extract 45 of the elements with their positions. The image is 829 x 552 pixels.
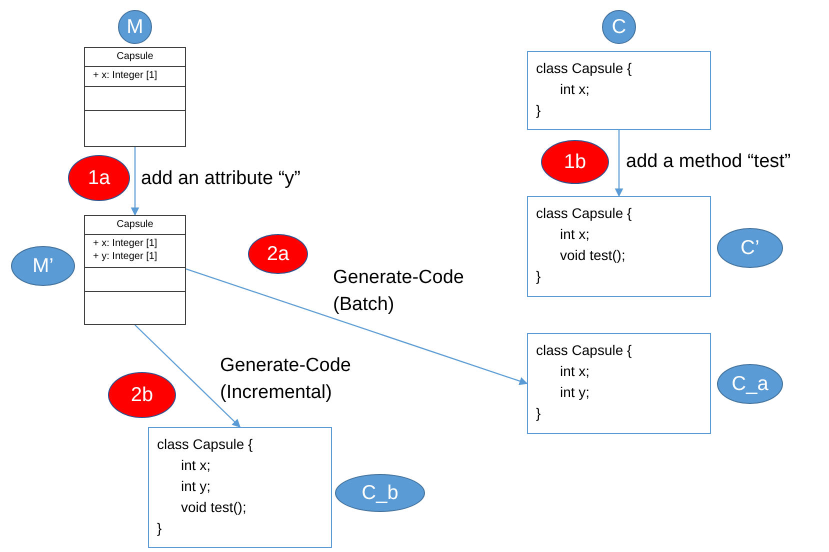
code-line: } — [536, 404, 542, 423]
step-badge: 2b — [108, 372, 176, 418]
class-name: Capsule — [116, 52, 154, 62]
code-box — [148, 427, 332, 548]
code-line: class Capsule { — [536, 341, 633, 360]
code-line: int y; — [180, 477, 212, 496]
code-line: int x; — [180, 456, 212, 475]
label-ellipse: M’ — [11, 246, 75, 286]
label-ellipse: C_b — [335, 474, 425, 512]
code-line: class Capsule { — [536, 59, 633, 78]
class-name: Capsule — [116, 220, 154, 230]
code-line: } — [157, 519, 163, 538]
arrow — [186, 268, 528, 386]
code-line: int x; — [559, 362, 591, 381]
attribute-text: + x: Integer [1] — [93, 69, 158, 82]
label-ellipse: C_a — [717, 364, 783, 404]
code-box — [527, 196, 711, 297]
attribute-text: + x: Integer [1] — [93, 237, 158, 250]
label-ellipse: C’ — [717, 228, 783, 268]
code-line: int y; — [559, 383, 591, 402]
step-badge: 2a — [248, 234, 308, 274]
arrow — [134, 324, 241, 428]
edge-label: add a method “test” — [626, 150, 791, 174]
arrow — [614, 130, 624, 197]
code-line: int x; — [559, 225, 591, 244]
attribute-text: + y: Integer [1] — [93, 250, 158, 263]
code-line: class Capsule { — [157, 435, 254, 454]
code-box — [527, 333, 711, 434]
edge-label: add an attribute “y” — [141, 167, 300, 191]
label-circle: C — [602, 10, 636, 44]
code-line: class Capsule { — [536, 204, 633, 223]
code-line: int x; — [559, 80, 591, 99]
edge-label: Generate-Code (Incremental) — [220, 354, 352, 405]
code-line: void test(); — [180, 498, 248, 517]
code-line: void test(); — [559, 246, 626, 265]
label-circle: M — [118, 10, 152, 44]
edge-label: Generate-Code (Batch) — [333, 266, 465, 317]
code-line: } — [536, 267, 542, 286]
uml-class-box — [84, 215, 186, 325]
code-line: } — [536, 101, 542, 120]
uml-class-box — [84, 47, 186, 147]
code-box — [527, 51, 711, 130]
arrow — [130, 147, 140, 216]
step-badge: 1b — [541, 140, 609, 184]
step-badge: 1a — [68, 155, 130, 201]
